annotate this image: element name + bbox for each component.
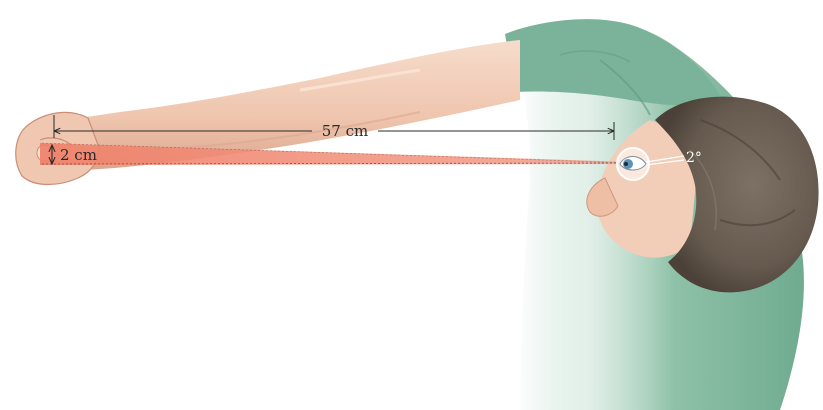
distance-label: 57 cm bbox=[322, 122, 368, 140]
size-label: 2 cm bbox=[60, 146, 97, 164]
angle-label: 2° bbox=[686, 150, 702, 166]
eye bbox=[617, 148, 649, 180]
